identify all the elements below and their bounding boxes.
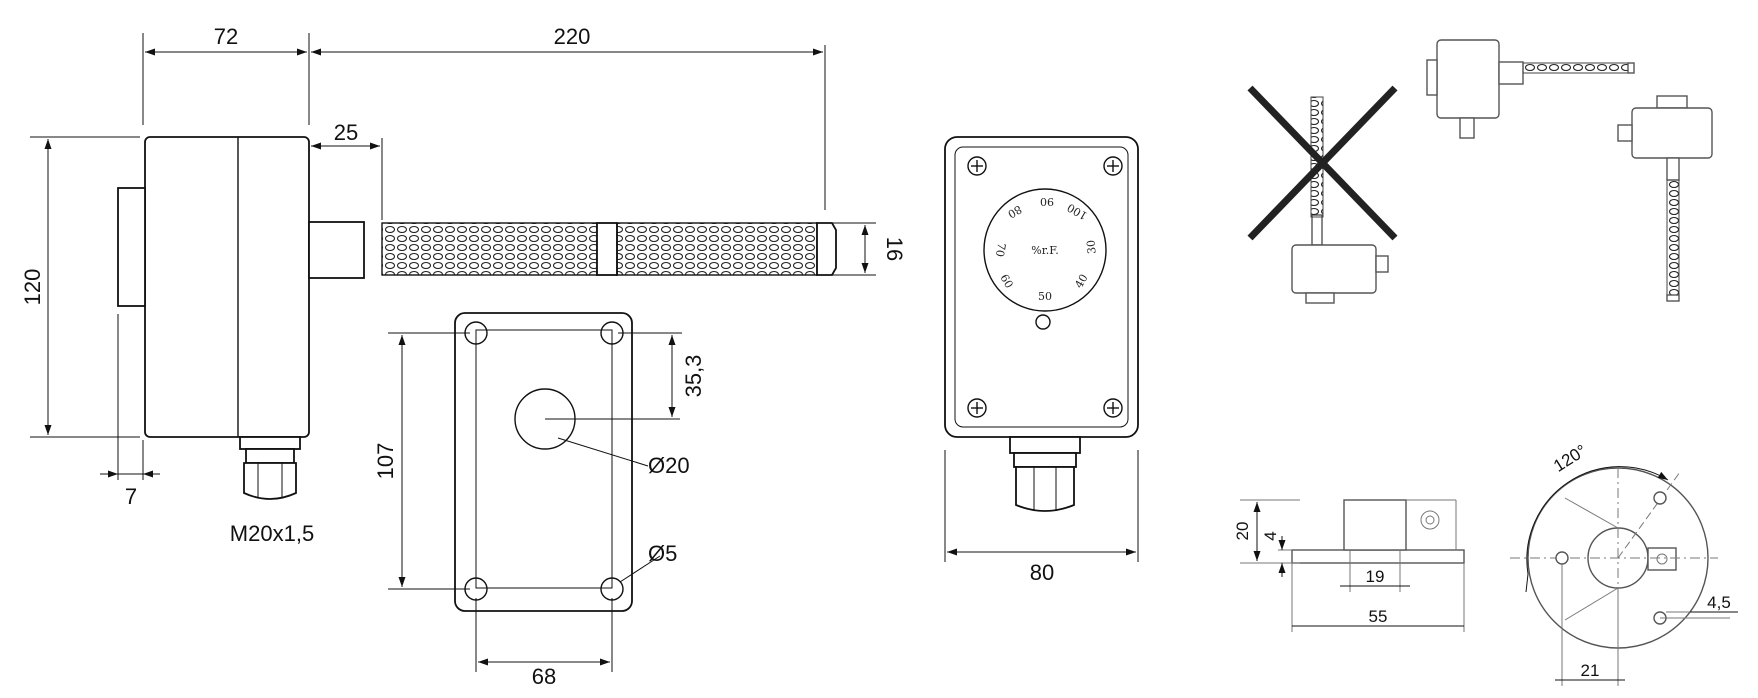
cable-gland: [239, 436, 301, 500]
probe-horizontal: [1522, 62, 1629, 74]
mounting-plate: 107 35,3 Ø20 Ø5 68: [373, 312, 706, 689]
dim-flange-thickness: 4: [1261, 531, 1280, 540]
label-cable-gland: M20x1,5: [230, 521, 314, 546]
leader-center-hole: [557, 437, 649, 467]
screw-icon: [967, 156, 1123, 418]
orientation-wrong: [1247, 85, 1398, 304]
dial-unit-label: %r.F.: [1031, 244, 1058, 257]
set-screw-icon: [1420, 510, 1440, 530]
label-center-hole: Ø20: [648, 453, 690, 478]
plate-outline: [454, 312, 633, 612]
dim-flange-angle: 120°: [1550, 441, 1590, 476]
dim-flange-offset: 21: [1581, 661, 1600, 680]
flange-hole-2: [1555, 551, 1569, 565]
label-corner-hole: Ø5: [648, 541, 677, 566]
dim-flange-length: 55: [1369, 607, 1388, 626]
probe-band: [596, 222, 618, 276]
dim-flange-inner-width: 19: [1366, 567, 1385, 586]
dim-hole-spacing-horizontal: 68: [532, 664, 556, 689]
dim-housing-width: 72: [214, 24, 238, 49]
front-cable-gland: [1009, 436, 1081, 512]
probe-stem: [308, 221, 365, 279]
probe-perforated-section-2: [616, 222, 818, 276]
dial-scale-50: 50: [1038, 290, 1052, 303]
flange-hole-1: [1653, 491, 1667, 505]
sensor-housing: [144, 136, 310, 438]
dim-lid-thickness: 7: [125, 484, 137, 509]
dial-scale-60: 60: [997, 272, 1015, 291]
dial-scale-90: 90: [1040, 195, 1054, 208]
front-view: %r.F. 90 100 80 70 60 50 40 30 80: [944, 136, 1139, 585]
flange-base: [1291, 549, 1465, 564]
flange-clamp: [1647, 547, 1677, 571]
dial-scale-40: 40: [1072, 272, 1090, 291]
probe-downward: [1666, 179, 1680, 296]
housing-lid: [117, 187, 146, 307]
dim-probe-length: 220: [554, 24, 591, 49]
dim-probe-diameter: 16: [882, 237, 907, 261]
dial-scale-30: 30: [1084, 239, 1098, 254]
dial-scale-80: 80: [1005, 202, 1024, 220]
side-view: 72 220 25 120 16 7 M20x1,5: [20, 24, 907, 546]
dim-probe-offset: 25: [334, 120, 358, 145]
dial-scale-70: 70: [993, 242, 1008, 258]
orientation-horizontal: [1426, 39, 1635, 139]
leader-corner-hole: [619, 555, 661, 583]
flange-top-view: 120° 4,5 21: [1510, 441, 1738, 686]
flange-collar: [1343, 499, 1407, 551]
orientation-downward: [1617, 95, 1713, 302]
dim-height: 120: [20, 269, 45, 306]
dim-flange-height: 20: [1233, 522, 1252, 541]
adjust-hole: [1035, 314, 1051, 330]
probe-perforated-section-1: [381, 222, 598, 276]
dim-center-offset: 35,3: [681, 355, 706, 398]
dim-front-width: 80: [1030, 560, 1054, 585]
dim-flange-hole: 4,5: [1707, 593, 1731, 612]
dim-hole-spacing-vertical: 107: [373, 443, 398, 480]
plate-inner: [475, 329, 613, 589]
flange-side-view: 20 4 19 55: [1233, 499, 1465, 632]
humidity-dial: [983, 188, 1107, 312]
front-housing-inner: [954, 146, 1129, 428]
probe-tip: [816, 222, 837, 276]
front-housing-outer: [944, 136, 1139, 438]
